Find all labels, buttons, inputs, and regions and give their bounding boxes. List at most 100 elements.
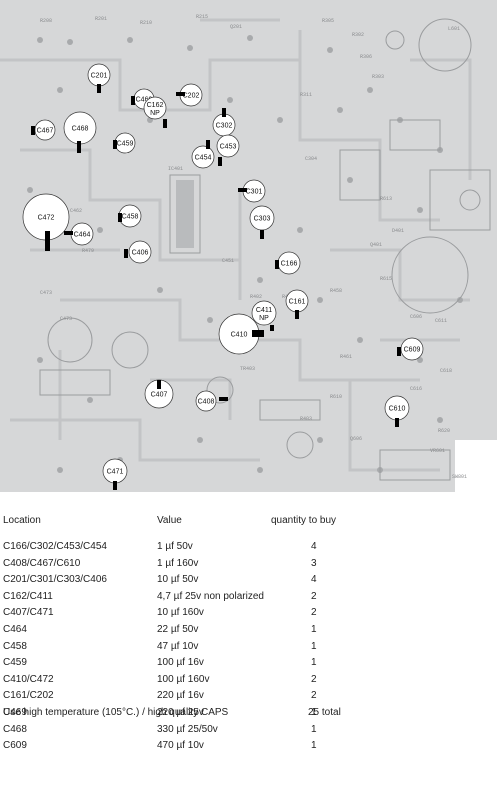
callout-label: C472: [38, 215, 55, 222]
polarity-marker: [45, 231, 50, 251]
callout-c202: C202: [176, 83, 203, 107]
footer-total: 25 total: [308, 707, 341, 718]
cell-location: C468: [3, 723, 27, 735]
cell-location: C464: [3, 624, 27, 635]
callout-c609: C609: [397, 337, 424, 361]
callout-c302: C302: [212, 108, 236, 137]
callout-circle: [128, 240, 152, 264]
callout-c407: C407: [144, 379, 174, 409]
table-header: Location Value quantity to buy: [0, 515, 497, 531]
callout-label: C406: [132, 250, 149, 257]
silk-label: VR601: [430, 448, 445, 454]
silk-label: C611: [435, 318, 447, 324]
callout-label: C609: [404, 347, 421, 354]
silk-label: C606: [410, 314, 422, 320]
polarity-marker: [252, 330, 264, 337]
callout-label: C301: [246, 189, 263, 196]
callout-c464: C464: [64, 222, 94, 246]
polarity-marker: [270, 325, 274, 331]
cell-value: 100 µf 160v: [157, 673, 210, 685]
callout-c458: C458: [118, 204, 142, 228]
callout-label: C453: [220, 144, 237, 151]
cell-location: C458: [3, 640, 27, 652]
ic-chip: [176, 180, 194, 248]
silk-label: C462: [70, 208, 82, 214]
polarity-marker: [176, 92, 185, 96]
cell-location: C469: [3, 707, 27, 718]
polarity-marker: [113, 481, 117, 490]
callout-label: C161: [289, 299, 306, 306]
cell-location: C609: [3, 740, 27, 752]
polarity-marker: [113, 140, 117, 149]
silk-label: R302: [352, 32, 364, 38]
cell-location: C166/C302/C453/C454: [3, 541, 107, 552]
callout-c201: C201: [87, 63, 111, 93]
callout-label: C464: [74, 232, 91, 239]
polarity-marker: [218, 157, 222, 166]
callout-c301: C301: [238, 179, 266, 203]
silk-label: R311: [300, 92, 312, 98]
silk-label: R306: [360, 54, 372, 60]
cell-value: 47 µf 10v: [157, 640, 199, 652]
callout-circle: [191, 145, 215, 169]
callout-label: C166: [281, 261, 298, 268]
cell-value: 470 µf 10v: [157, 740, 204, 752]
callout-label: C162: [147, 102, 164, 109]
callout-label: C407: [151, 392, 168, 399]
silk-label: R615: [380, 276, 392, 282]
cell-location: C459: [3, 657, 27, 669]
polarity-marker: [397, 347, 401, 356]
polarity-marker: [31, 126, 35, 135]
silk-label: R210: [140, 20, 152, 26]
callout-c453: C453: [216, 134, 240, 166]
cell-value: 220 µf 16v: [157, 690, 204, 702]
callout-label: C469: [136, 97, 153, 104]
callout-c406: C406: [124, 240, 152, 264]
polarity-marker: [118, 213, 122, 222]
cell-qty: 2: [311, 607, 317, 619]
silk-label: R402: [250, 294, 262, 300]
polarity-marker: [395, 418, 399, 427]
callout-sublabel: NP: [259, 315, 269, 322]
cell-qty: 1: [311, 740, 317, 752]
cell-value: 10 µf 50v: [157, 574, 199, 586]
callout-circle: [195, 390, 217, 412]
callout-c467: C467: [31, 119, 56, 141]
cell-location: C201/C301/C303/C406: [3, 574, 107, 586]
silk-label: C473: [60, 316, 72, 322]
solder-pads: [27, 35, 463, 473]
header-location: Location: [3, 515, 41, 526]
cell-value: 4,7 µf 25v non polarized: [157, 590, 264, 602]
polarity-marker: [219, 397, 228, 401]
polarity-marker: [64, 231, 73, 235]
cell-qty: 1: [311, 657, 317, 669]
header-quantity: quantity to buy: [271, 515, 337, 526]
callout-c471: C471: [102, 458, 128, 490]
polarity-marker: [222, 108, 226, 117]
callout-label: C458: [122, 214, 139, 221]
silk-label: D401: [392, 228, 404, 234]
cell-value: 1 µf 50v: [157, 541, 193, 552]
silk-label: L601: [448, 26, 460, 32]
callout-label: C302: [216, 123, 233, 130]
callout-c610: C610: [384, 395, 410, 427]
cell-qty: 1: [311, 707, 317, 718]
callout-c408: C408: [195, 390, 228, 412]
cell-location: C407/C471: [3, 607, 54, 619]
cell-qty: 1: [311, 640, 317, 652]
table-row: C609 470 µf 10v 1: [0, 740, 497, 756]
callout-c161: C161: [285, 289, 309, 319]
polarity-marker: [77, 141, 81, 153]
callout-c459: C459: [113, 132, 136, 154]
callout-label: C468: [72, 126, 89, 133]
footer-note: Use high temperature (105°C.) / high qua…: [3, 707, 229, 718]
cell-value: 10 µf 160v: [157, 607, 204, 619]
